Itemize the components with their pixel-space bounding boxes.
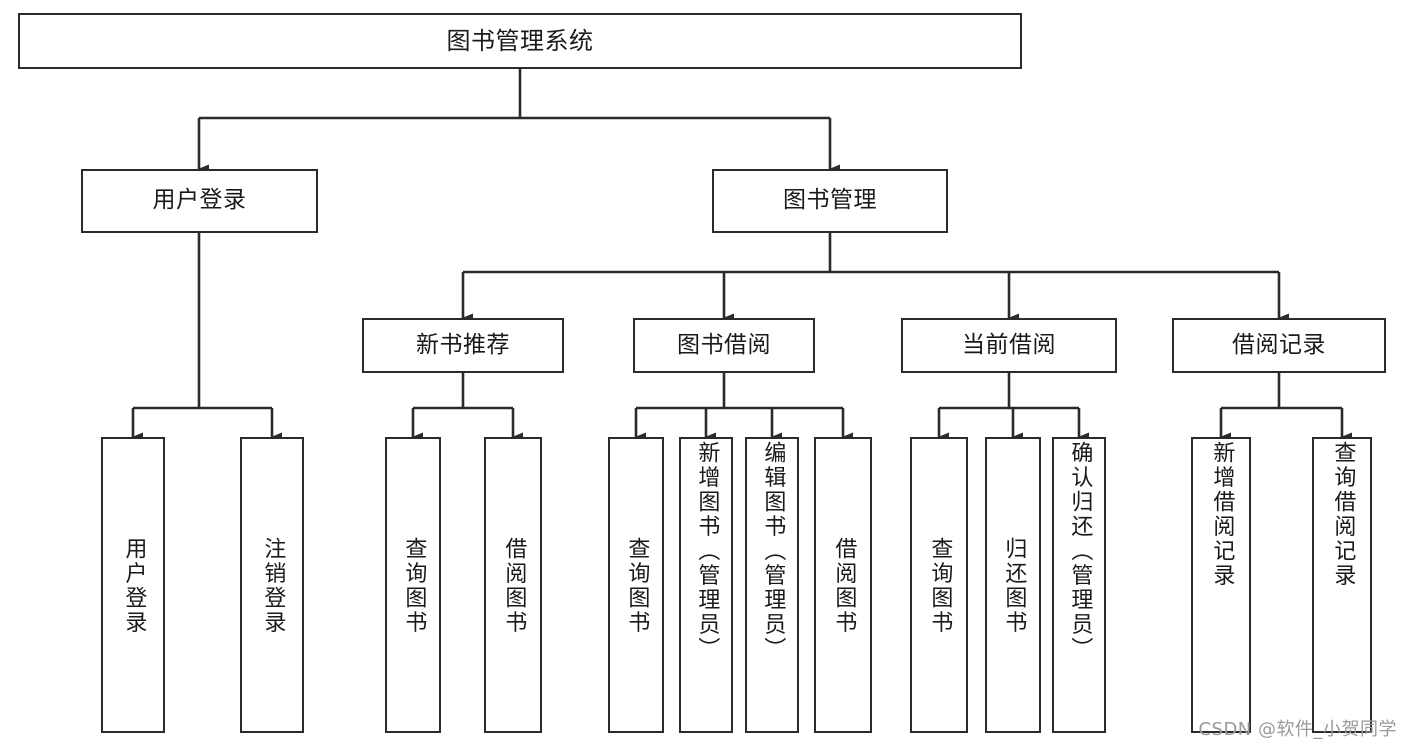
node-leaf-add-record-label: 新增借阅记录 — [1209, 441, 1235, 588]
node-root-label: 图书管理系统 — [446, 26, 594, 55]
node-leaf-borrow-book-label: 借阅图书 — [831, 537, 857, 635]
node-book-borrow[interactable]: 图书借阅 — [633, 318, 815, 373]
node-book-manage[interactable]: 图书管理 — [712, 169, 948, 233]
node-new-book-recommend[interactable]: 新书推荐 — [362, 318, 564, 373]
node-leaf-logout-login-label: 注销登录 — [260, 537, 286, 635]
node-leaf-query-book-current[interactable]: 查询图书 — [910, 437, 968, 733]
node-leaf-add-book[interactable]: 新增图书（管理员） — [679, 437, 733, 733]
node-leaf-add-book-label: 新增图书（管理员） — [694, 441, 720, 662]
node-leaf-edit-book[interactable]: 编辑图书（管理员） — [745, 437, 799, 733]
node-leaf-borrow-book[interactable]: 借阅图书 — [814, 437, 872, 733]
node-leaf-borrow-book-new[interactable]: 借阅图书 — [484, 437, 542, 733]
node-leaf-add-record[interactable]: 新增借阅记录 — [1191, 437, 1251, 733]
node-book-manage-label: 图书管理 — [783, 187, 877, 214]
watermark: CSDN @软件_小贺同学 — [1198, 719, 1397, 740]
node-current-borrow[interactable]: 当前借阅 — [901, 318, 1117, 373]
node-leaf-confirm-return[interactable]: 确认归还（管理员） — [1052, 437, 1106, 733]
node-borrow-record[interactable]: 借阅记录 — [1172, 318, 1386, 373]
node-leaf-logout-login[interactable]: 注销登录 — [240, 437, 304, 733]
node-current-borrow-label: 当前借阅 — [962, 331, 1056, 358]
node-leaf-borrow-book-new-label: 借阅图书 — [501, 537, 527, 635]
node-leaf-return-book[interactable]: 归还图书 — [985, 437, 1041, 733]
node-leaf-query-book-new[interactable]: 查询图书 — [385, 437, 441, 733]
node-leaf-query-book-current-label: 查询图书 — [927, 537, 953, 635]
node-leaf-query-book-borrow[interactable]: 查询图书 — [608, 437, 664, 733]
node-leaf-query-book-new-label: 查询图书 — [401, 537, 427, 635]
node-leaf-confirm-return-label: 确认归还（管理员） — [1067, 441, 1093, 662]
node-user-login-label: 用户登录 — [152, 187, 247, 214]
node-borrow-record-label: 借阅记录 — [1232, 331, 1326, 358]
node-user-login[interactable]: 用户登录 — [81, 169, 318, 233]
node-leaf-edit-book-label: 编辑图书（管理员） — [760, 441, 786, 662]
node-leaf-return-book-label: 归还图书 — [1001, 537, 1027, 635]
node-new-book-recommend-label: 新书推荐 — [416, 331, 510, 358]
node-root[interactable]: 图书管理系统 — [18, 13, 1022, 69]
node-leaf-query-record[interactable]: 查询借阅记录 — [1312, 437, 1372, 733]
node-leaf-query-record-label: 查询借阅记录 — [1330, 441, 1356, 588]
node-leaf-user-login-label: 用户登录 — [121, 537, 147, 635]
node-leaf-query-book-borrow-label: 查询图书 — [624, 537, 650, 635]
node-leaf-user-login[interactable]: 用户登录 — [101, 437, 165, 733]
node-book-borrow-label: 图书借阅 — [677, 331, 771, 358]
